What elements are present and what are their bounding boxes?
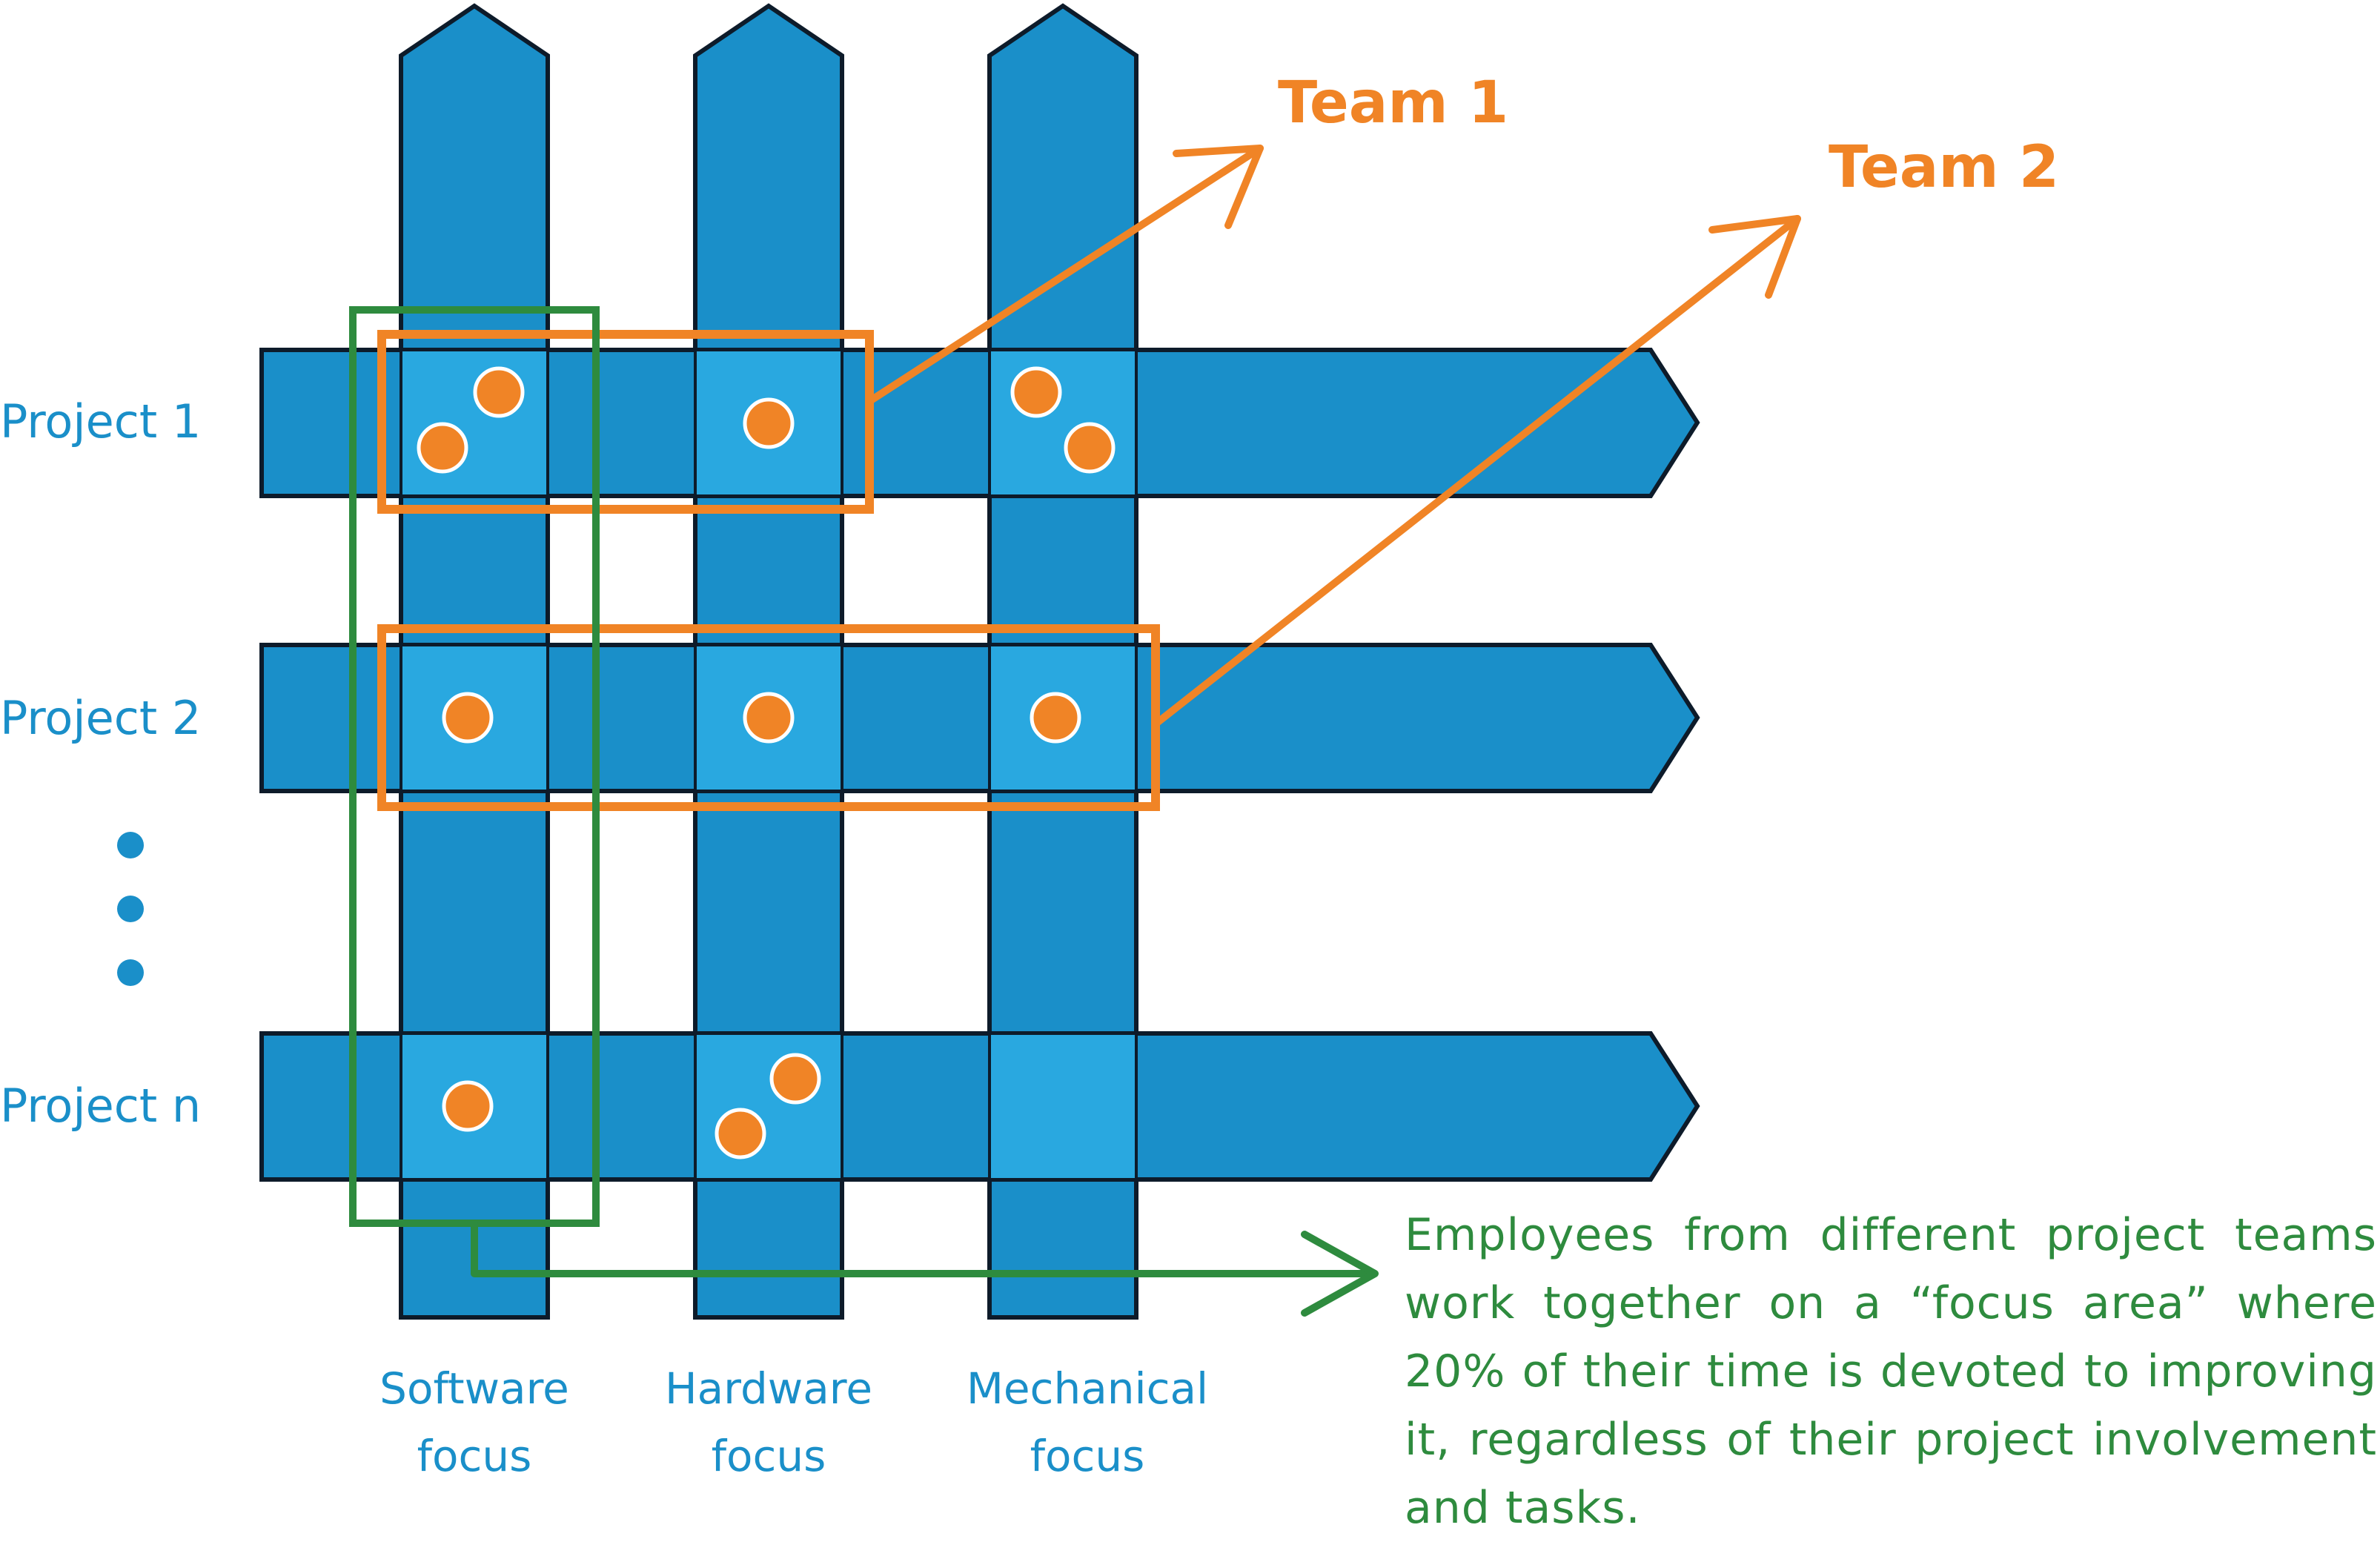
team-2-label: Team 2: [1829, 134, 2059, 201]
software-focus-label-line1: Software: [379, 1363, 569, 1414]
employee-dots: [417, 366, 1116, 1159]
employee-dot: [417, 422, 468, 474]
mechanical-focus-label-line1: Mechanical: [967, 1363, 1208, 1414]
team-2-arrowhead: [1708, 215, 1801, 299]
ellipsis-dots: [117, 832, 144, 986]
focus-note-arrow-line: [471, 1221, 1375, 1277]
project-1-label: Project 1: [0, 394, 201, 449]
hardware-focus-label-line1: Hardware: [665, 1363, 872, 1414]
team-2-box: [377, 624, 1160, 811]
software-focus-label-line2: focus: [417, 1431, 532, 1481]
team-1-arrow-line: [867, 145, 1264, 404]
team-1-arrowhead: [1173, 145, 1264, 229]
employee-dot: [743, 397, 795, 449]
ellipsis-dot: [117, 832, 144, 858]
cell-p1-software: [400, 348, 549, 497]
ellipsis-dot: [117, 896, 144, 922]
employee-dot: [1064, 422, 1116, 474]
cell-p1-mechanical: [988, 348, 1138, 497]
hardware-focus-label-line2: focus: [712, 1431, 826, 1481]
project-bars: [259, 348, 1700, 1182]
employee-dot: [473, 366, 525, 418]
employee-dot: [743, 692, 795, 744]
project-n-label: Project n: [0, 1079, 201, 1133]
employee-dot: [442, 692, 494, 744]
team-boxes: [377, 330, 1160, 811]
team-1-box: [377, 330, 874, 514]
team-arrows: [867, 145, 1801, 727]
project-2-bar: [259, 643, 1700, 793]
cell-pn-mechanical: [988, 1032, 1138, 1181]
employee-dot: [1010, 366, 1062, 418]
focus-note-arrow: [471, 1221, 1379, 1317]
team-1-label: Team 1: [1278, 70, 1508, 136]
team-2-arrow-line: [1153, 215, 1801, 727]
employee-dot: [1030, 692, 1081, 744]
project-1-bar: [259, 348, 1700, 498]
employee-dot: [442, 1080, 494, 1132]
intersection-cells: [400, 348, 1138, 1181]
focus-note-arrowhead: [1301, 1231, 1379, 1317]
project-n-bar: [259, 1031, 1700, 1182]
cell-pn-hardware: [694, 1032, 843, 1181]
ellipsis-dot: [117, 959, 144, 986]
project-2-label: Project 2: [0, 691, 201, 745]
focus-area-explanation: Employees from different project teams w…: [1405, 1209, 2377, 1534]
mechanical-focus-label-line2: focus: [1030, 1431, 1145, 1481]
employee-dot: [715, 1108, 766, 1159]
employee-dot: [769, 1053, 821, 1105]
